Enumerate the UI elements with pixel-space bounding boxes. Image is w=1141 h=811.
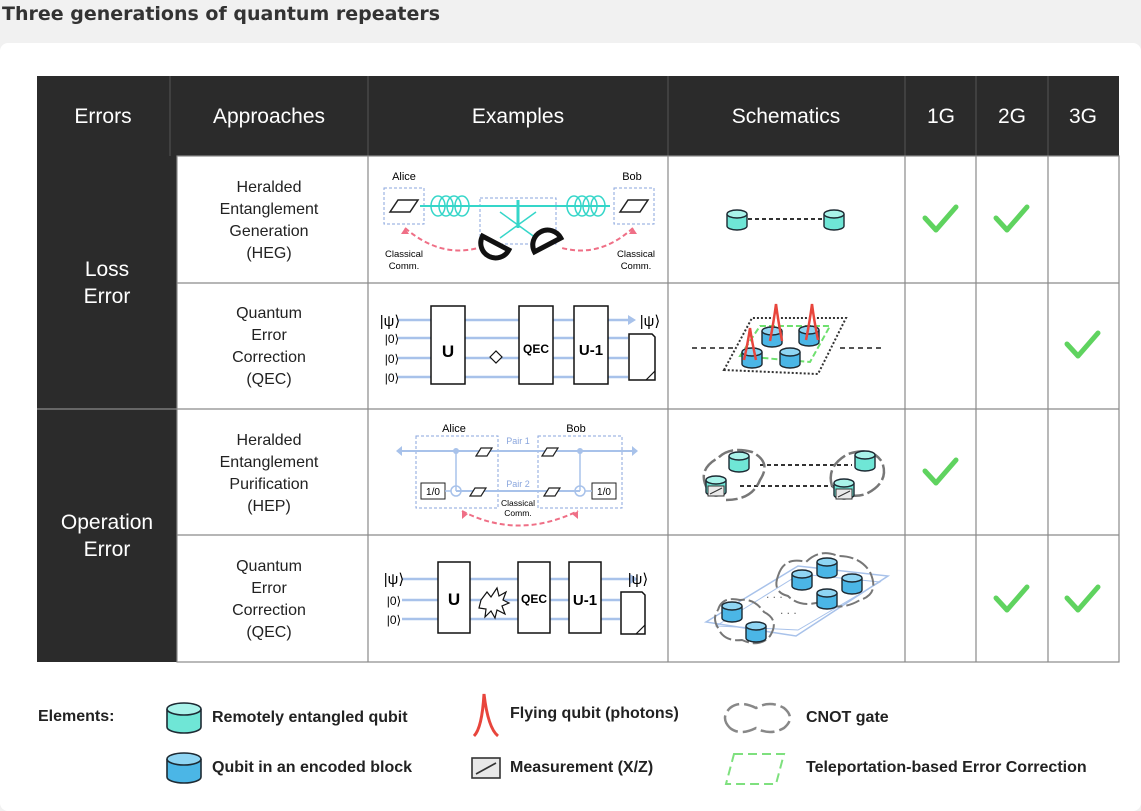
hep-classical-2: Comm. [504, 508, 531, 518]
qec1-qec-gate: QEC [523, 342, 549, 356]
check-row4-3g [1064, 584, 1101, 613]
qec2-input-psi: |ψ⟩ [384, 571, 404, 588]
row2-approach-3: Correction [232, 349, 306, 366]
hep-pair2-label: Pair 2 [506, 479, 530, 489]
schematic-hep [702, 448, 886, 502]
header-errors: Errors [74, 105, 131, 128]
legend-cnot: CNOT gate [718, 698, 889, 738]
legend-teleportation-label: Teleportation-based Error Correction [806, 759, 1087, 776]
hep-bob-label: Bob [566, 423, 586, 435]
header-2g: 2G [998, 105, 1026, 128]
header-examples: Examples [472, 105, 564, 128]
legend-encoded-qubit-label: Qubit in an encoded block [212, 759, 413, 776]
qec2-qec-gate: QEC [521, 592, 547, 606]
cnot-cloud-icon [723, 702, 792, 734]
row4-approach-1: Quantum [236, 558, 302, 575]
operation-error-label-2: Error [84, 538, 131, 561]
page-title: Three generations of quantum repeaters [2, 3, 441, 25]
legend-measurement: Measurement (X/Z) [470, 748, 653, 788]
hep-right-measure-box: 1/0 [597, 487, 611, 498]
heg-bob-label: Bob [622, 171, 642, 183]
heg-classical-right-2: Comm. [621, 261, 652, 272]
header-approaches: Approaches [213, 105, 325, 128]
hep-left-measure-box: 1/0 [426, 487, 440, 498]
check-row3-1g [922, 457, 959, 486]
loss-error-label-2: Error [84, 285, 131, 308]
qec2-u-inverse-gate: U-1 [573, 592, 597, 609]
row4-approach-2: Error [251, 580, 287, 597]
operation-error-label-1: Operation [61, 511, 153, 534]
row4-approach-4: (QEC) [246, 624, 291, 641]
row2-approach-1: Quantum [236, 305, 302, 322]
qec1-input-zero-3: |0⟩ [385, 371, 399, 385]
heg-classical-left-1: Classical [385, 249, 423, 260]
legend-teleportation: Teleportation-based Error Correction [718, 748, 1087, 788]
qec2-input-zero-2: |0⟩ [387, 613, 401, 627]
row3-approach-4: (HEP) [247, 498, 291, 515]
heg-example: Alice Bob Classical Comm. Classical Comm… [383, 171, 655, 272]
svg-text:. . .: . . . [780, 603, 797, 617]
row3-approach-2: Entanglement [220, 454, 319, 471]
schematic-qec-operation: . . . . . . [703, 552, 891, 645]
legend-cnot-label: CNOT gate [806, 709, 889, 726]
legend-title: Elements: [38, 708, 115, 725]
qec1-u-inverse-gate: U-1 [579, 342, 603, 359]
row2-approach-2: Error [251, 327, 287, 344]
header-schematics: Schematics [732, 105, 841, 128]
qec1-input-psi: |ψ⟩ [380, 313, 400, 330]
schematic-qec-loss [692, 303, 884, 376]
row3-approach-3: Purification [229, 476, 308, 493]
heg-classical-left-2: Comm. [389, 261, 420, 272]
qec2-input-zero-1: |0⟩ [387, 594, 401, 608]
hep-pair1-label: Pair 1 [506, 436, 530, 446]
cyan-cylinder-icon [166, 702, 202, 734]
red-photon-icon [472, 693, 500, 738]
loss-error-cell [37, 156, 177, 408]
check-row1-1g [922, 204, 959, 233]
legend-remote-qubit-label: Remotely entangled qubit [212, 709, 408, 726]
row1-approach-3: Generation [229, 223, 308, 240]
operation-error-cell [37, 410, 177, 662]
svg-text:. . .: . . . [766, 587, 783, 601]
legend-flying-qubit-label: Flying qubit (photons) [510, 705, 679, 722]
row4-approach-3: Correction [232, 602, 306, 619]
loss-error-label-1: Loss [85, 258, 129, 281]
qec2-u-gate: U [448, 590, 460, 609]
qec2-example: |ψ⟩ |0⟩ |0⟩ U QEC U-1 |ψ⟩ [384, 561, 648, 635]
legend-remote-qubit: Remotely entangled qubit [164, 698, 408, 738]
hep-example: Alice Bob Pair 1 Pair 2 1/0 1/0 Classica… [396, 423, 638, 527]
row3-approach-1: Heralded [237, 432, 302, 449]
qec2-output-psi: |ψ⟩ [628, 571, 648, 588]
legend-measurement-label: Measurement (X/Z) [510, 759, 654, 776]
figure-card [0, 43, 1141, 811]
check-row1-2g [993, 204, 1030, 233]
row1-approach-4: (HEG) [246, 245, 291, 262]
schematic-heg [726, 209, 845, 231]
legend-encoded-qubit: Qubit in an encoded block [164, 748, 412, 788]
header-1g: 1G [927, 105, 955, 128]
qec1-example: |ψ⟩ |0⟩ |0⟩ |0⟩ U QEC U-1 |ψ⟩ [380, 305, 660, 385]
qec1-input-zero-1: |0⟩ [385, 332, 399, 346]
heg-classical-right-1: Classical [617, 249, 655, 260]
row1-approach-2: Entanglement [220, 201, 319, 218]
check-row4-2g [993, 584, 1030, 613]
check-row2-3g [1064, 330, 1101, 359]
row2-approach-4: (QEC) [246, 371, 291, 388]
hep-alice-label: Alice [442, 423, 466, 435]
hep-classical-1: Classical [501, 498, 535, 508]
row1-approach-1: Heralded [237, 179, 302, 196]
blue-cylinder-icon [166, 752, 202, 784]
qec1-output-psi: |ψ⟩ [640, 313, 660, 330]
legend-flying-qubit: Flying qubit (photons) [470, 693, 679, 738]
qec1-u-gate: U [442, 342, 454, 361]
heg-alice-label: Alice [392, 171, 416, 183]
dashed-parallelogram-icon [724, 753, 786, 785]
header-3g: 3G [1069, 105, 1097, 128]
measurement-icon [471, 757, 501, 779]
qec1-input-zero-2: |0⟩ [385, 352, 399, 366]
repeater-table: Errors Approaches Examples Schematics 1G… [37, 76, 1120, 663]
